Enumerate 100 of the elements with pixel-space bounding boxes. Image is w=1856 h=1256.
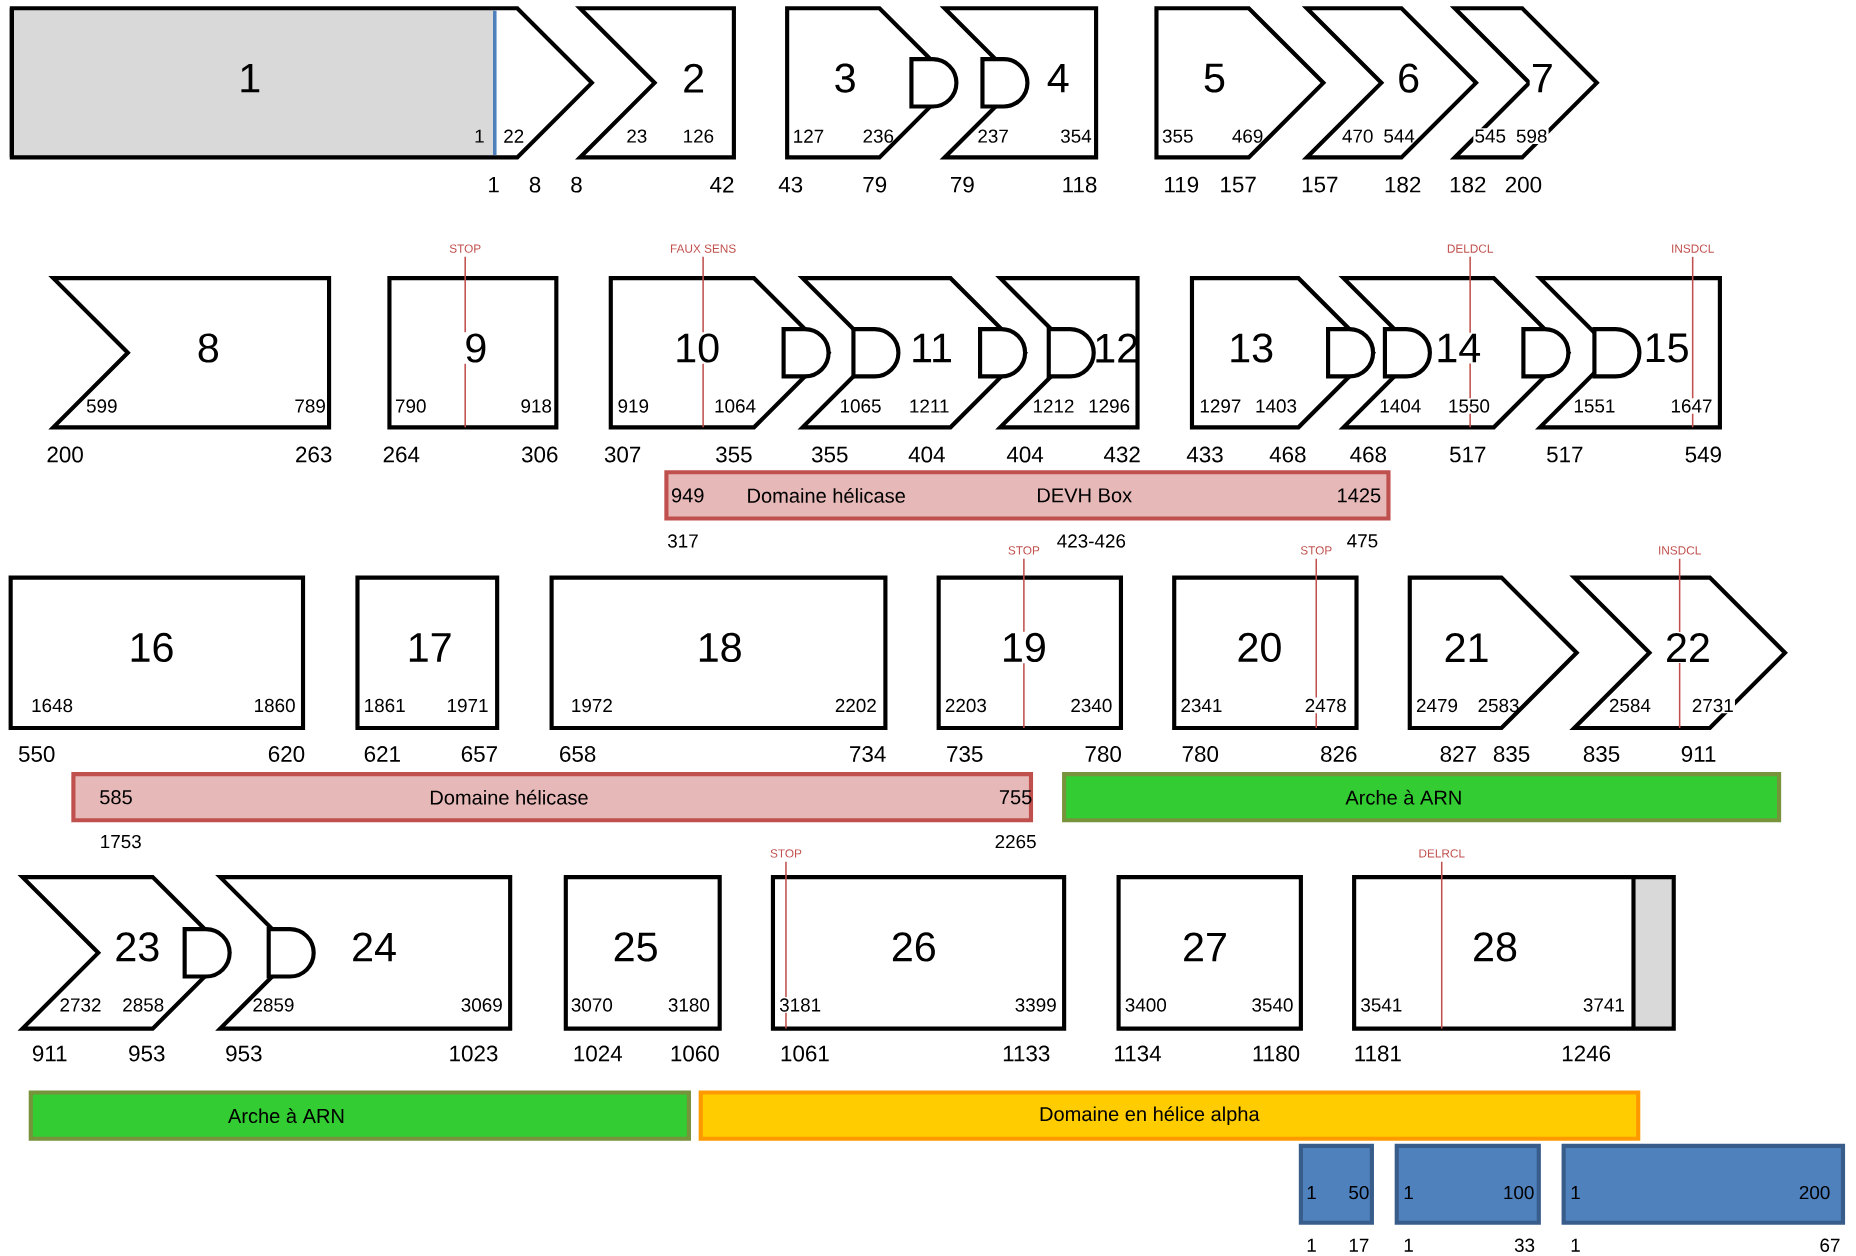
exon-box: 23 2732 2858 xyxy=(17,875,232,1031)
position-number: 517 xyxy=(1449,446,1486,463)
position-number: 953 xyxy=(226,1045,262,1062)
position-number: 1133 xyxy=(1003,1045,1050,1062)
node-label: STOP xyxy=(770,849,802,858)
position-number: 468 xyxy=(1350,446,1387,463)
exon-box: 7 545 598 xyxy=(1449,6,1600,160)
exon-box: 12 1212 1296 xyxy=(995,276,1140,430)
position-number: 8 xyxy=(571,176,582,193)
exon-box: 1 1 22 xyxy=(9,6,595,160)
position-number: 1 xyxy=(489,177,499,193)
position-number: 1061 xyxy=(781,1045,829,1062)
position-number: 827 xyxy=(1440,746,1476,762)
exon-box: 9 790 918 STOP xyxy=(387,244,559,430)
position-number: 780 xyxy=(1085,746,1121,762)
domain-bar: Domaine en hélice alpha xyxy=(698,1090,1641,1141)
exon-box: 26 3181 3399 STOP xyxy=(770,849,1067,1031)
node-label: STOP xyxy=(1008,546,1040,555)
position-number: 1246 xyxy=(1562,1045,1611,1062)
position-number: 423-426 xyxy=(1057,534,1126,548)
position-number: 620 xyxy=(268,746,305,762)
position-number: 182 xyxy=(1450,176,1486,193)
position-number: 621 xyxy=(364,746,400,762)
position-number: 549 xyxy=(1685,446,1721,463)
position-number: 475 xyxy=(1347,534,1378,548)
position-number: 79 xyxy=(863,176,887,193)
node-label: INSDCL xyxy=(1672,244,1714,253)
exon-box: 2 23 126 xyxy=(575,6,736,160)
domain-bar: Arche à ARN xyxy=(28,1090,691,1141)
position-number: 1 xyxy=(1307,1238,1316,1252)
position-number: 1024 xyxy=(574,1045,622,1062)
position-number: 826 xyxy=(1321,746,1357,762)
position-number: 306 xyxy=(521,446,558,463)
domain-bar: 585 Domaine hélicase 755 xyxy=(71,772,1034,823)
position-number: 1181 xyxy=(1355,1045,1401,1062)
exon-box: 21 2479 2583 xyxy=(1407,575,1580,731)
position-number: 355 xyxy=(716,446,752,463)
exon-box: 3 127 236 xyxy=(785,6,959,160)
exon-box: 27 3400 3540 xyxy=(1116,875,1303,1031)
domain-bar: Arche à ARN xyxy=(1062,772,1782,823)
exon-box: 17 1861 1971 xyxy=(355,575,500,731)
position-number: 264 xyxy=(383,446,420,463)
node-label: DELDCL xyxy=(1447,244,1494,253)
position-number: 432 xyxy=(1103,446,1140,463)
position-number: 734 xyxy=(850,746,886,762)
exon-box: 16 1648 1860 xyxy=(8,575,306,731)
position-number: 1 xyxy=(1404,1238,1413,1252)
position-number: 307 xyxy=(604,446,641,463)
position-number: 317 xyxy=(667,534,698,548)
position-number: 911 xyxy=(32,1045,67,1062)
position-number: 1 xyxy=(1571,1238,1580,1252)
position-number: 157 xyxy=(1302,176,1338,193)
position-number: 79 xyxy=(951,176,974,193)
position-number: 1753 xyxy=(101,835,141,849)
position-number: 355 xyxy=(811,446,848,463)
position-number: 1023 xyxy=(450,1045,498,1062)
position-number: 182 xyxy=(1385,176,1421,193)
position-number: 468 xyxy=(1269,446,1306,463)
node-label: STOP xyxy=(449,244,481,253)
position-number: 200 xyxy=(47,446,83,463)
position-number: 911 xyxy=(1681,746,1716,762)
exon-box: 28 3541 3741 DELRCL xyxy=(1352,849,1676,1031)
position-number: 735 xyxy=(947,746,983,762)
position-number: 780 xyxy=(1182,746,1219,762)
position-number: 1060 xyxy=(671,1045,719,1062)
node-label: DELRCL xyxy=(1419,849,1465,858)
position-number: 118 xyxy=(1063,176,1097,193)
domain-bar: 949 Domaine hélicase DEVH Box 1425 xyxy=(664,470,1391,521)
exon-box: 13 1297 1403 xyxy=(1189,276,1376,430)
node-label: STOP xyxy=(1300,546,1332,555)
position-number: 433 xyxy=(1186,446,1223,463)
position-number: 67 xyxy=(1820,1238,1840,1252)
position-number: 263 xyxy=(296,446,332,463)
position-number: 119 xyxy=(1165,176,1199,193)
position-number: 1180 xyxy=(1253,1045,1300,1062)
position-number: 517 xyxy=(1547,446,1583,463)
position-number: 835 xyxy=(1493,746,1530,762)
exon-box: 4 237 354 xyxy=(939,6,1099,160)
exon-box: 5 355 469 xyxy=(1154,6,1327,160)
position-number: 42 xyxy=(710,176,734,193)
position-number: 953 xyxy=(129,1045,165,1062)
position-number: 550 xyxy=(18,746,55,762)
position-number: 2265 xyxy=(995,835,1036,849)
scale-bar: 1 100 xyxy=(1394,1143,1541,1225)
position-number: 8 xyxy=(529,176,541,193)
position-number: 43 xyxy=(778,176,803,193)
position-number: 1134 xyxy=(1115,1045,1161,1062)
position-number: 658 xyxy=(560,746,596,762)
exon-box: 18 1972 2202 xyxy=(549,575,888,731)
exon-box: 24 2859 3069 xyxy=(215,875,513,1031)
exon-box: 25 3070 3180 xyxy=(563,875,722,1031)
node-label: FAUX SENS xyxy=(670,244,736,253)
node-label: INSDCL xyxy=(1659,546,1701,555)
position-number: 200 xyxy=(1505,176,1542,193)
position-number: 835 xyxy=(1583,746,1620,762)
position-number: 17 xyxy=(1349,1238,1369,1252)
position-number: 33 xyxy=(1514,1238,1535,1252)
position-number: 157 xyxy=(1221,176,1256,193)
position-number: 404 xyxy=(908,446,945,463)
position-number: 657 xyxy=(461,746,497,762)
